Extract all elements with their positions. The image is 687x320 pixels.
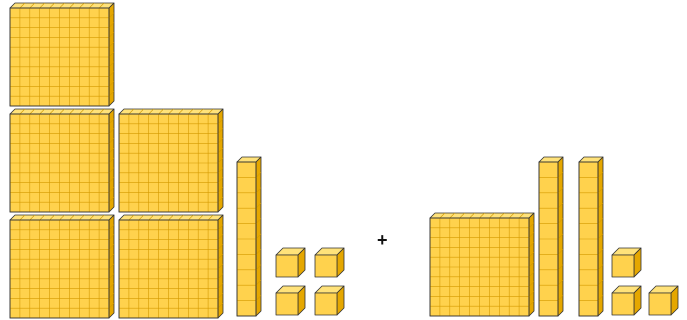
one-cube xyxy=(612,248,641,277)
one-cube xyxy=(612,286,641,315)
hundred-flat xyxy=(119,109,223,212)
hundred-flat xyxy=(10,215,114,318)
hundred-flat xyxy=(10,3,114,106)
hundred-flat xyxy=(430,213,534,316)
one-cube xyxy=(649,286,678,315)
hundred-flat xyxy=(119,215,223,318)
one-cube xyxy=(276,248,305,277)
ten-rod xyxy=(579,157,603,316)
hundred-flat xyxy=(10,109,114,212)
one-cube xyxy=(315,248,344,277)
ten-rod xyxy=(539,157,563,316)
one-cube xyxy=(276,286,305,315)
ten-rod xyxy=(237,157,261,316)
plus-sign: + xyxy=(377,231,388,249)
one-cube xyxy=(315,286,344,315)
